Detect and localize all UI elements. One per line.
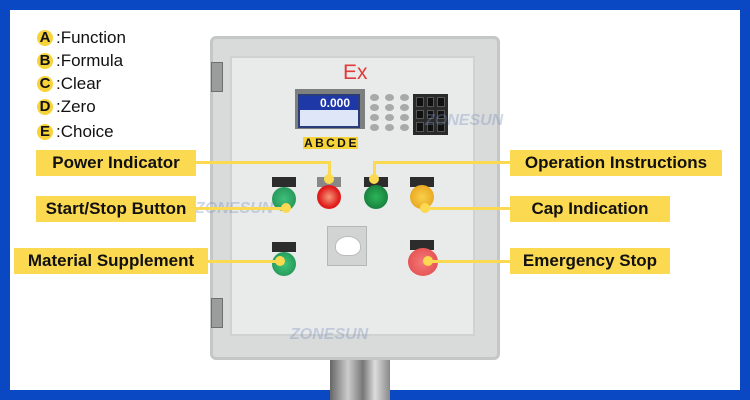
leader-line (373, 161, 510, 164)
indicator-dots (370, 94, 412, 131)
legend-item-c: C:Clear (37, 72, 126, 95)
callout-emergency-stop: Emergency Stop (510, 248, 670, 274)
legend-label: :Choice (56, 121, 114, 141)
leader-dot (420, 203, 430, 213)
watermark: ZONESUN (290, 326, 369, 343)
legend-label: :Clear (56, 73, 102, 93)
badge-b: B (37, 52, 53, 69)
display-screen: 0.000 (298, 94, 360, 128)
legend-label: :Formula (56, 50, 124, 70)
leader-line (208, 260, 280, 263)
button-plate (410, 177, 434, 187)
screen-key-labels: A B C D E (303, 137, 358, 149)
callout-material-supplement: Material Supplement (14, 248, 208, 274)
hinge-top (211, 62, 223, 92)
legend-label: :Zero (56, 96, 96, 116)
legend-item-b: B:Formula (37, 49, 126, 72)
legend-item-d: D:Zero (37, 95, 126, 118)
badge-a: A (37, 29, 53, 46)
screen-header: 0.000 (300, 96, 358, 110)
badge-c: C (37, 75, 53, 92)
leader-line (428, 260, 510, 263)
callout-start-stop-button: Start/Stop Button (36, 196, 196, 222)
watermark: ZONESUN (425, 112, 504, 129)
key-d[interactable]: D (336, 136, 347, 150)
screen-value: 0.000 (319, 96, 350, 110)
power-indicator-light (317, 185, 341, 209)
leader-line (328, 161, 331, 175)
leader-line (373, 161, 376, 175)
key-b[interactable]: B (314, 136, 325, 150)
key-c[interactable]: C (325, 136, 336, 150)
operation-button[interactable] (364, 185, 388, 209)
leader-dot (281, 203, 291, 213)
leader-line (196, 207, 286, 210)
leader-dot (324, 174, 334, 184)
selector-switch-knob[interactable] (335, 236, 361, 256)
leader-line (196, 161, 330, 164)
callout-cap-indication: Cap Indication (510, 196, 670, 222)
ex-mark: Ex (343, 61, 368, 84)
mounting-pole (330, 360, 390, 400)
leader-line (424, 207, 510, 210)
legend-label: :Function (56, 27, 126, 47)
leader-dot (275, 256, 285, 266)
key-legend: A:Function B:Formula C:Clear D:Zero E:Ch… (37, 26, 126, 143)
key-e[interactable]: E (347, 136, 358, 150)
leader-dot (423, 256, 433, 266)
button-plate (272, 242, 296, 252)
badge-e: E (37, 123, 53, 140)
leader-dot (369, 174, 379, 184)
badge-d: D (37, 98, 53, 115)
key-a[interactable]: A (303, 136, 314, 150)
hinge-bottom (211, 298, 223, 328)
numeric-keypad[interactable] (413, 94, 448, 135)
callout-operation-instructions: Operation Instructions (510, 150, 722, 176)
callout-power-indicator: Power Indicator (36, 150, 196, 176)
button-plate (410, 240, 434, 250)
legend-item-a: A:Function (37, 26, 126, 49)
button-plate (272, 177, 296, 187)
legend-item-e: E:Choice (37, 120, 126, 143)
